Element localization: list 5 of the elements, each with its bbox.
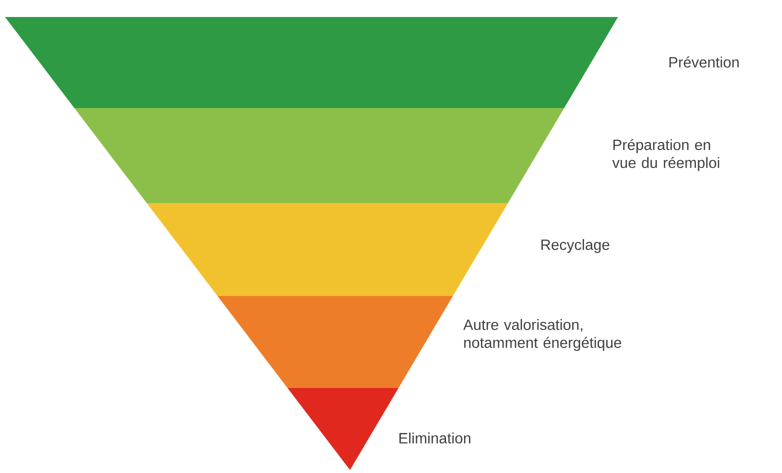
band-label: Prévention — [669, 56, 739, 68]
band-label: Autre valorisation, notamment énergétique — [463, 319, 622, 351]
band-label: Préparation en vue du réemploi — [612, 138, 720, 171]
band-label: Recyclage — [541, 239, 610, 253]
band-label: Elimination — [399, 432, 470, 444]
